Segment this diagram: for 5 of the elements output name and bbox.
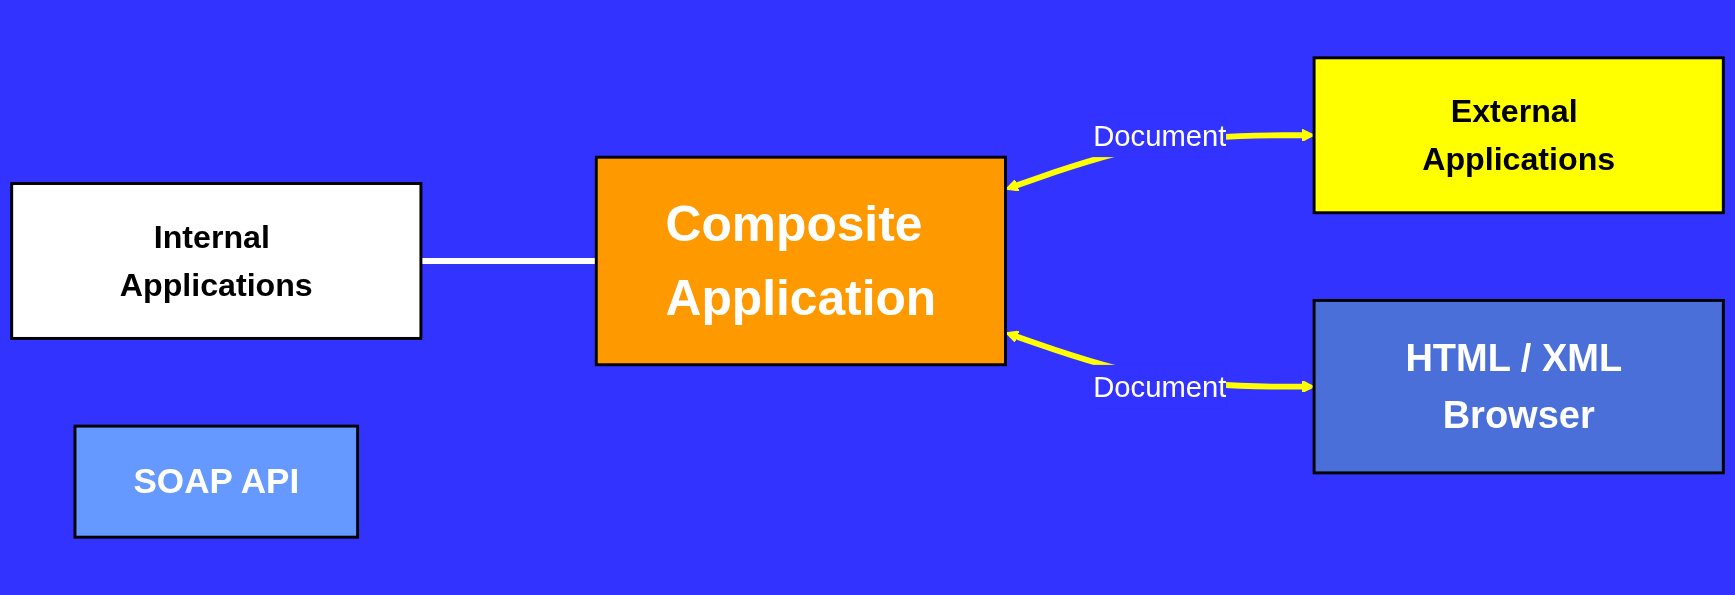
- process-box: SOAP API: [73, 424, 360, 539]
- process-box: Composite Application: [594, 155, 1007, 367]
- process-box: HTML / XML Browser: [1312, 298, 1725, 475]
- process-box: External Applications: [1312, 56, 1725, 215]
- process-box: Internal Applications: [10, 182, 423, 340]
